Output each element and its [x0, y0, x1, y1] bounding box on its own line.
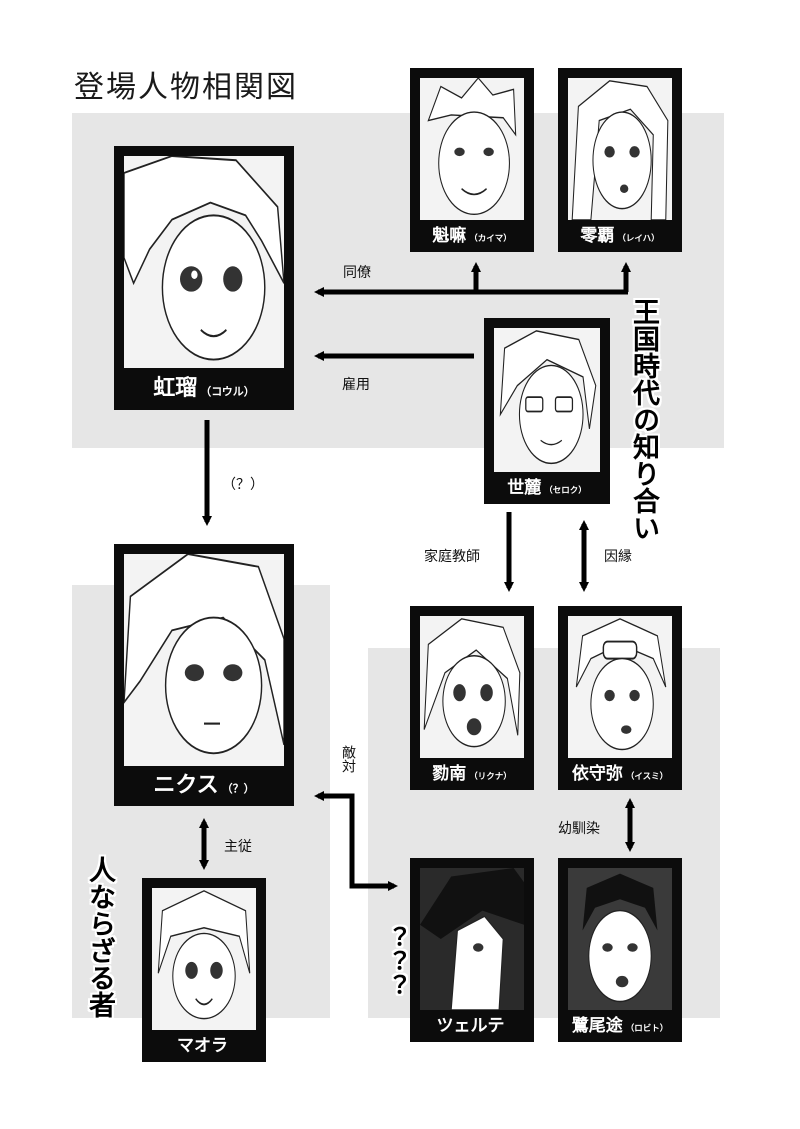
card-kaima[interactable]: 魁嘛（カイマ）: [410, 68, 534, 252]
portrait-rikuna: [420, 616, 524, 758]
name-maora: マオラ: [177, 1036, 228, 1056]
label-fate: 因縁: [604, 549, 632, 565]
card-reiha[interactable]: 零覇（レイハ）: [558, 68, 682, 252]
page-title: 登場人物相関図: [74, 70, 298, 105]
name-rikuna: 勠南: [432, 764, 467, 784]
name-kaima: 魁嘛: [432, 226, 467, 246]
group-label-kingdom: 王国時代の知り合い: [628, 298, 659, 541]
group-label-mystery: ？？？: [378, 926, 406, 998]
name-seroku: 世麓: [507, 478, 542, 498]
card-rikuna[interactable]: 勠南（リクナ）: [410, 606, 534, 790]
portrait-robito: [568, 868, 672, 1010]
reading-kouru: （コウル）: [200, 385, 255, 398]
card-kouru[interactable]: 虹瑠（コウル）: [114, 146, 294, 410]
reading-nix: （？）: [221, 782, 255, 795]
name-robito: 鷺尾途: [571, 1016, 623, 1036]
portrait-nix: [124, 554, 284, 766]
label-childhood-friends: 幼馴染: [558, 821, 600, 837]
card-robito[interactable]: 鷺尾途（ロビト）: [558, 858, 682, 1042]
group-label-nonhuman: 人ならざる者: [84, 856, 115, 1018]
reading-seroku: （セロク）: [544, 486, 587, 496]
label-master-servant: 主従: [224, 839, 252, 855]
card-nix[interactable]: ニクス（？）: [114, 544, 294, 806]
portrait-seroku: [494, 328, 600, 472]
label-colleague: 同僚: [343, 265, 371, 281]
card-isumi[interactable]: 依守弥（イスミ）: [558, 606, 682, 790]
name-isumi: 依守弥: [571, 764, 623, 784]
label-unknown: （？）: [222, 477, 264, 493]
card-tsuerute[interactable]: ツェルテ: [410, 858, 534, 1042]
portrait-isumi: [568, 616, 672, 758]
name-tsuerute: ツェルテ: [436, 1016, 505, 1036]
portrait-tsuerute: [420, 868, 524, 1010]
reading-robito: （ロビト）: [625, 1024, 669, 1034]
name-kouru: 虹瑠: [153, 376, 198, 401]
reading-reiha: （レイハ）: [617, 234, 660, 244]
label-tutor: 家庭教師: [424, 549, 480, 565]
card-seroku[interactable]: 世麓（セロク）: [484, 318, 610, 504]
arrow-hostile: [314, 791, 398, 891]
card-maora[interactable]: マオラ: [142, 878, 266, 1062]
portrait-reiha: [568, 78, 672, 220]
name-nix: ニクス: [153, 773, 219, 798]
portrait-kaima: [420, 78, 524, 220]
name-reiha: 零覇: [580, 226, 615, 246]
reading-rikuna: （リクナ）: [469, 772, 512, 782]
reading-isumi: （イスミ）: [625, 772, 669, 782]
portrait-kouru: [124, 156, 284, 368]
label-employed: 雇用: [342, 377, 370, 393]
reading-kaima: （カイマ）: [469, 234, 512, 244]
portrait-maora: [152, 888, 256, 1030]
label-hostile: 敵対: [340, 745, 356, 773]
